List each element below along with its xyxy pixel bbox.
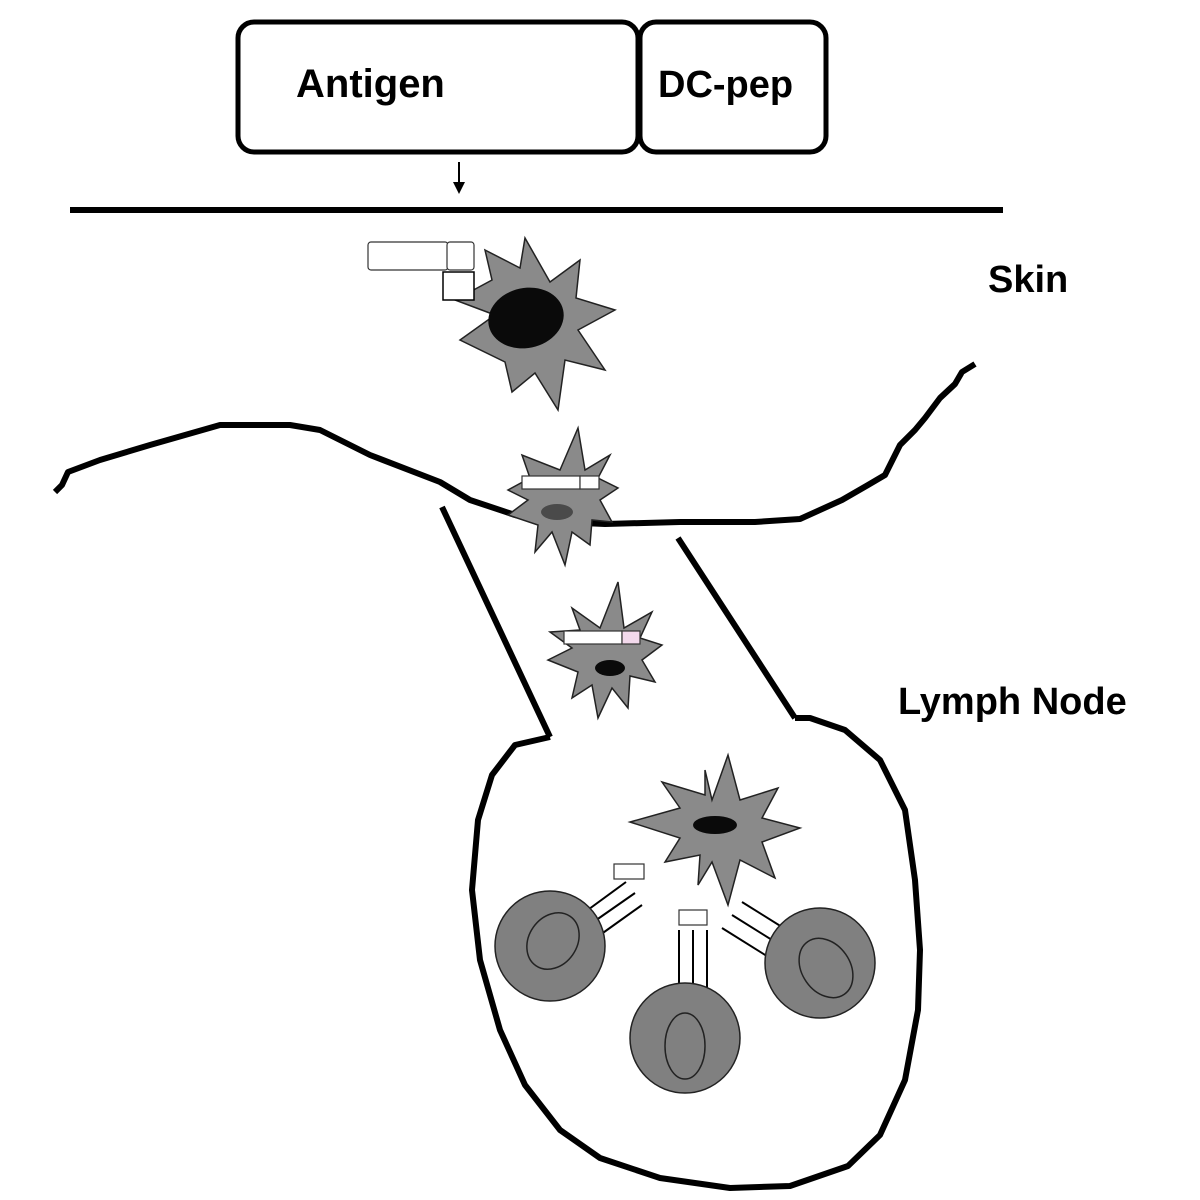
dendritic-cell-migrating-2-nucleus [595, 660, 625, 676]
t-cell-right [764, 907, 876, 1019]
construct-antigen-bound [367, 241, 449, 271]
dc-pep-box [637, 19, 829, 155]
antigen-label: Antigen [296, 62, 445, 106]
tcr-left-line-2 [591, 892, 636, 924]
injection-arrow-head [453, 182, 465, 194]
lymphatic-vessel-right-wall [675, 536, 798, 720]
t-cell-left [494, 890, 606, 1002]
t-cell-right-nucleus [798, 937, 854, 999]
construct-dcpep-internalized-2 [621, 630, 641, 645]
tcr-left-line-3 [599, 904, 643, 936]
dc-pep-label: DC-pep [658, 64, 794, 106]
construct-antigen-internalized-1 [521, 475, 581, 490]
skin-label: Skin [988, 259, 1069, 301]
t-cell-center-nucleus [664, 1012, 706, 1080]
construct-antigen-internalized-2 [563, 630, 623, 645]
peptide-mhc-left [613, 863, 645, 880]
t-cell-left-nucleus [526, 912, 580, 970]
peptide-mhc-center [678, 909, 708, 926]
dendritic-cell-migrating-2 [546, 581, 664, 721]
dendritic-cell-skin-nucleus [488, 287, 564, 349]
dc-receptor [442, 271, 475, 301]
lymph-node-outline [469, 715, 923, 1191]
lymph-node-label: Lymph Node [898, 681, 1127, 723]
dendritic-cell-migrating-1-nucleus [541, 504, 573, 520]
tcr-right-line-3 [721, 927, 771, 959]
tcr-left-line-1 [584, 881, 627, 913]
lymphatic-vessel-left-wall [439, 505, 553, 739]
construct-dcpep-bound [446, 241, 475, 271]
dermis-boundary [52, 361, 977, 527]
t-cell-center [629, 982, 741, 1094]
dendritic-cell-lymph-node-nucleus [693, 816, 737, 834]
construct-dcpep-internalized-1 [579, 475, 600, 490]
dendritic-cell-migrating-1 [506, 425, 620, 568]
